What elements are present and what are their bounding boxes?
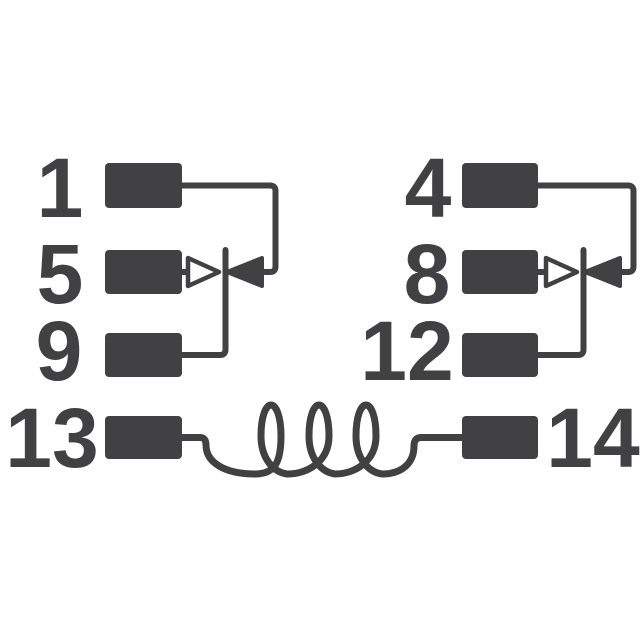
coil-icon bbox=[178, 401, 466, 478]
left-switch-group: 1 5 9 bbox=[36, 141, 279, 398]
pin-4-terminal bbox=[462, 163, 538, 208]
pin-8-terminal bbox=[462, 250, 538, 294]
pin-12-armature-wire bbox=[535, 247, 587, 358]
pin-8-label: 8 bbox=[404, 227, 451, 321]
pin-1-label: 1 bbox=[37, 141, 84, 235]
pin-1-wire bbox=[179, 182, 279, 275]
pin-5-label: 5 bbox=[37, 227, 84, 321]
pin-13-label: 13 bbox=[5, 391, 98, 485]
pin-12-label: 12 bbox=[360, 304, 453, 398]
pin-14-label: 14 bbox=[546, 391, 640, 485]
pin-1-terminal bbox=[105, 163, 182, 208]
pin-5-terminal bbox=[105, 250, 182, 294]
pin-13-terminal bbox=[105, 416, 182, 459]
right-switch-group: 4 8 12 bbox=[360, 141, 637, 398]
right-contact-filled-arrow-icon bbox=[583, 256, 622, 288]
pin-9-armature-wire bbox=[179, 247, 229, 358]
coil-group: 13 14 bbox=[5, 391, 640, 485]
pin-9-label: 9 bbox=[36, 304, 83, 398]
pin-4-label: 4 bbox=[405, 141, 452, 235]
pin-9-terminal bbox=[105, 333, 182, 377]
left-contact-hollow-arrow-icon bbox=[185, 255, 222, 289]
pin-14-terminal bbox=[462, 416, 538, 459]
left-contact-filled-arrow-icon bbox=[225, 256, 264, 288]
pin-12-terminal bbox=[462, 333, 538, 377]
right-contact-hollow-arrow-icon bbox=[543, 255, 580, 289]
pin-4-wire bbox=[535, 182, 637, 275]
